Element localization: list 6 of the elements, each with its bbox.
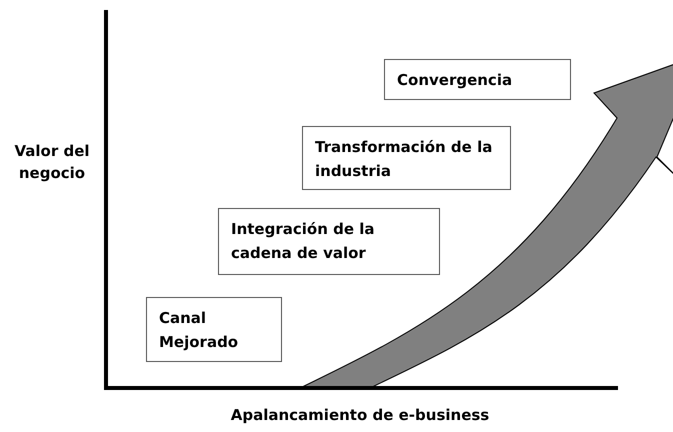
stage-box: Transformación de la industria (302, 126, 511, 190)
stage-box: Canal Mejorado (146, 297, 282, 362)
stage-box: Integración de la cadena de valor (218, 208, 440, 275)
y-axis-label: Valor del negocio (13, 141, 91, 184)
x-axis-label: Apalancamiento de e-business (230, 405, 490, 426)
stage-box: Convergencia (384, 59, 571, 100)
